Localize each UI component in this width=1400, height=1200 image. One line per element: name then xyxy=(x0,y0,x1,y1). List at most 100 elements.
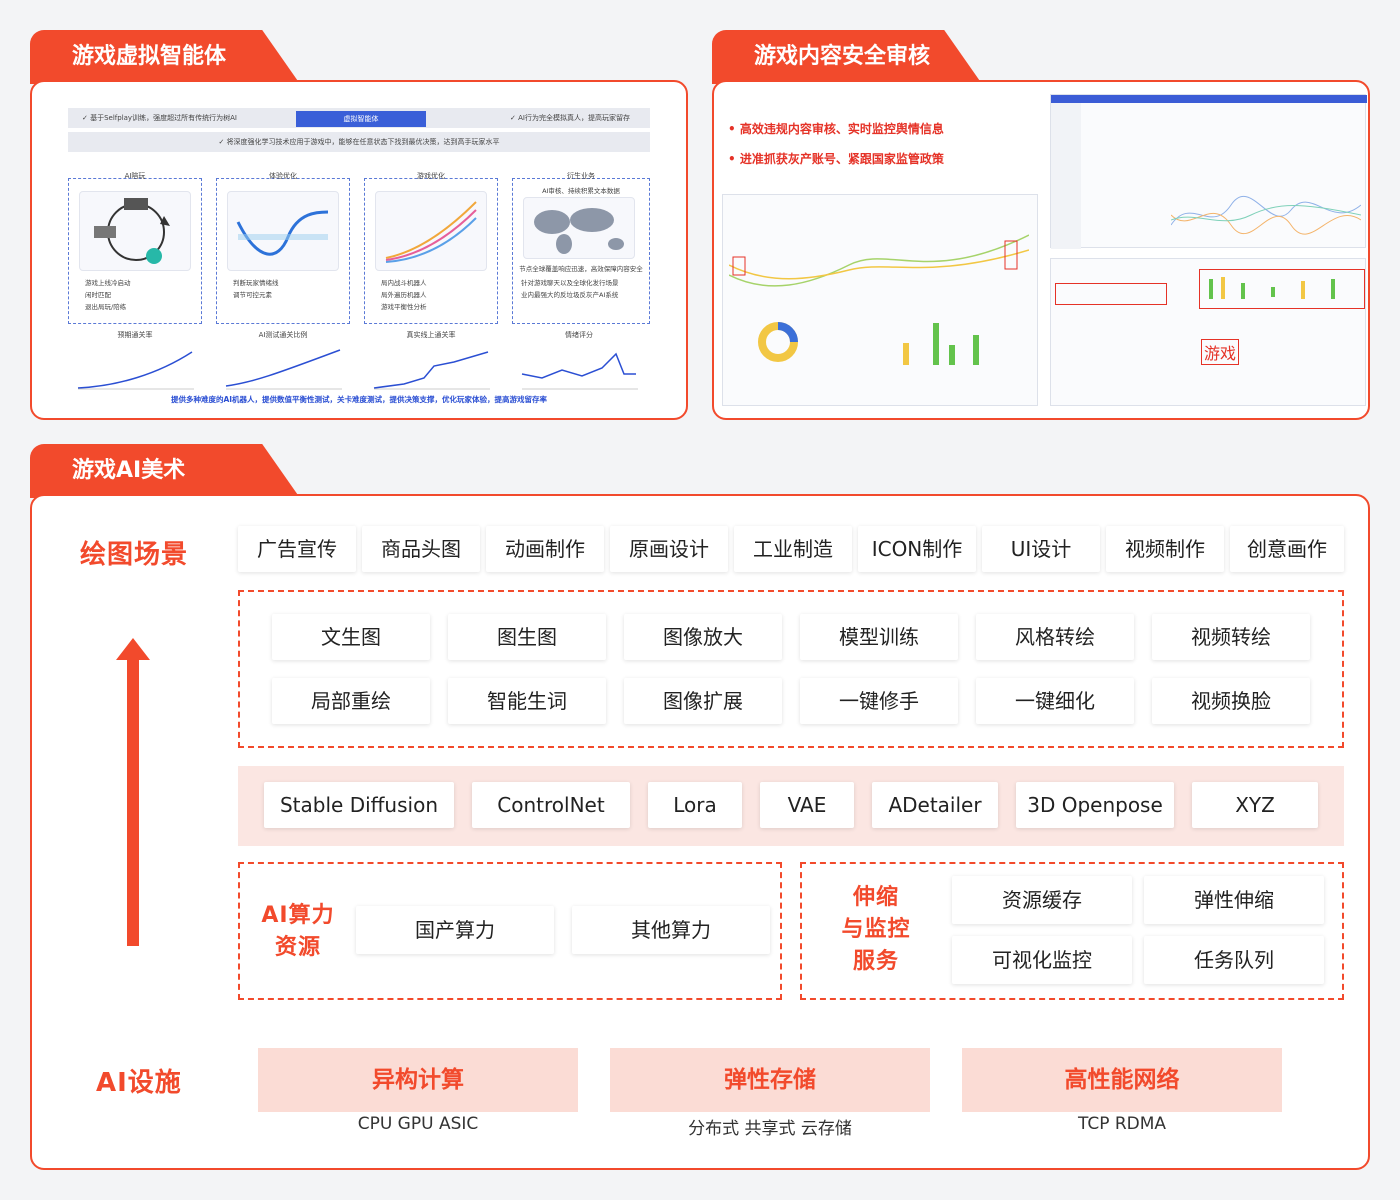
word-cloud-keyword: 游戏 xyxy=(1201,339,1240,365)
scene-chip: 创意画作 xyxy=(1230,526,1344,572)
feature-chip: 视频换脸 xyxy=(1152,678,1310,724)
ops-chip: 可视化监控 xyxy=(952,936,1132,984)
virtual-agent-screenshot: ✓ 基于Selfplay训练，强度超过所有传统行为树AI ✓ AI行为完全模拟真… xyxy=(68,104,650,404)
compute-box xyxy=(238,862,782,1000)
compute-title: AI算力 资源 xyxy=(260,900,336,964)
ops-chip: 任务队列 xyxy=(1144,936,1324,984)
panel-ai-art: 绘图场景 广告宣传 商品头图 动画制作 原画设计 工业制造 ICON制作 UI设… xyxy=(30,494,1370,1170)
ops-title-line: 与监控 xyxy=(841,917,911,942)
bullet: 局内战斗机器人 xyxy=(381,279,427,287)
feature-chip: 视频转绘 xyxy=(1152,614,1310,660)
mini-bullets: 局内战斗机器人 局外遍历机器人 游戏平衡性分析 xyxy=(381,277,427,313)
scene-chip: 动画制作 xyxy=(486,526,604,572)
compute-title-line: 资源 xyxy=(274,935,321,960)
compute-title-line: AI算力 xyxy=(261,903,335,928)
bullet: 退出局玩/陪练 xyxy=(85,303,127,311)
mini-col-title: AI陪玩 xyxy=(124,172,146,180)
panel-virtual-agent: ✓ 基于Selfplay训练，强度超过所有传统行为树AI ✓ AI行为完全模拟真… xyxy=(30,80,688,420)
mini-bullets: 游戏上线冷启动 闲时匹配 退出局玩/陪练 xyxy=(85,277,131,313)
up-arrow-shaft xyxy=(127,656,139,946)
mini-chart-2 xyxy=(225,349,342,390)
model-chip: XYZ xyxy=(1192,782,1318,828)
tab-game-ai-art: 游戏AI美术 xyxy=(30,444,300,498)
infra-section: AI设施 异构计算 CPU GPU ASIC 弹性存储 分布式 共享式 云存储 … xyxy=(58,1016,1344,1142)
mini-bullets: 判断玩家情绪线 调节可控元素 xyxy=(233,277,279,301)
mini-chart-1 xyxy=(77,351,194,390)
compute-chip: 其他算力 xyxy=(572,906,770,954)
scene-chip: UI设计 xyxy=(982,526,1100,572)
mini-col-title: 体验优化 xyxy=(269,172,297,180)
feature-chip: 局部重绘 xyxy=(272,678,430,724)
tab-content-moderation: 游戏内容安全审核 xyxy=(712,30,982,84)
mini-chart-3 xyxy=(373,351,490,390)
infra-card-network: 高性能网络 xyxy=(962,1048,1282,1112)
mini-center-badge: 虚拟智能体 xyxy=(296,111,426,127)
ops-title-line: 伸缩 xyxy=(852,885,899,910)
mini-col-subtitle: AI审核、持续积累文本数据 xyxy=(542,187,620,195)
feature-chip: 一键修手 xyxy=(800,678,958,724)
infra-sub-storage: 分布式 共享式 云存储 xyxy=(688,1119,852,1139)
mini-col-note: 节点全球覆盖响应迅速，高效保障内容安全 xyxy=(519,265,643,273)
model-chip: Stable Diffusion xyxy=(264,782,454,828)
infra-title: AI设施 xyxy=(96,1068,182,1098)
scene-chip: 工业制造 xyxy=(734,526,852,572)
world-map-image xyxy=(523,197,635,259)
feature-chip: 智能生词 xyxy=(448,678,606,724)
feature-chip: 一键细化 xyxy=(976,678,1134,724)
bullet: 判断玩家情绪线 xyxy=(233,279,279,287)
compute-chip: 国产算力 xyxy=(356,906,554,954)
ops-chip: 资源缓存 xyxy=(952,876,1132,924)
bullet: 调节可控元素 xyxy=(233,291,272,299)
model-chip: Lora xyxy=(648,782,742,828)
mini-bullets: 针对游戏聊天以及全球化发行场景 业内最强大的反垃圾反灰产AI系统 xyxy=(521,277,619,301)
infra-card-storage: 弹性存储 xyxy=(610,1048,930,1112)
tab-title: 游戏内容安全审核 xyxy=(754,44,931,69)
bullet: 局外遍历机器人 xyxy=(381,291,427,299)
mini-chart-title: 预期通关率 xyxy=(117,331,153,339)
ops-box xyxy=(800,862,1344,1000)
mini-chart-4 xyxy=(521,352,638,390)
tab-game-virtual-agent: 游戏虚拟智能体 xyxy=(30,30,300,84)
moderation-point-1: • 高效违规内容审核、实时监控舆情信息 xyxy=(728,122,944,136)
tab-title: 游戏虚拟智能体 xyxy=(72,44,227,69)
feature-chip: 图像扩展 xyxy=(624,678,782,724)
bullet: 游戏平衡性分析 xyxy=(381,303,427,311)
mini-col-derivative: 衍生业务 AI审核、持续积累文本数据 节点全球覆盖响应迅速，高效保障内容安全 针… xyxy=(512,172,650,324)
mini-second-bar-text: ✓ 将深度强化学习技术应用于游戏中，能够在任意状态下找到最优决策，达到高手玩家水… xyxy=(218,138,500,146)
scene-chip: 广告宣传 xyxy=(238,526,356,572)
mini-footer-text: 提供多种难度的AI机器人，提供数值平衡性测试，关卡难度测试，提供决策支撑，优化玩… xyxy=(170,395,548,404)
bullet: 针对游戏聊天以及全球化发行场景 xyxy=(521,279,619,287)
mini-col-title: 游戏优化 xyxy=(417,172,445,180)
panel-content-moderation: • 高效违规内容审核、实时监控舆情信息 • 进准抓获灰产账号、紧跟国家监管政策 xyxy=(712,80,1370,420)
mini-chart-title: 情绪评分 xyxy=(565,331,593,339)
ops-chip: 弹性伸缩 xyxy=(1144,876,1324,924)
model-chip: ADetailer xyxy=(872,782,998,828)
mini-col-experience: 体验优化 判断玩家情绪线 调节可控元素 xyxy=(216,172,350,324)
moderation-point-2: • 进准抓获灰产账号、紧跟国家监管政策 xyxy=(728,152,944,166)
balance-chart-image xyxy=(375,191,487,271)
mini-chart-title: AI测试通关比例 xyxy=(258,331,308,339)
emotion-curve-image xyxy=(227,191,339,271)
features-box xyxy=(238,590,1344,748)
model-chip: ControlNet xyxy=(472,782,630,828)
mini-bar-left-text: ✓ 基于Selfplay训练，强度超过所有传统行为树AI xyxy=(82,114,237,122)
mini-col-title: 衍生业务 xyxy=(567,172,595,180)
dashboard-screenshot-a xyxy=(1050,94,1367,249)
dashboard-screenshot-b xyxy=(722,194,1038,406)
scene-title: 绘图场景 xyxy=(80,540,189,570)
mini-chart-title: 真实线上通关率 xyxy=(406,331,456,339)
mini-bar-right-text: ✓ AI行为完全模拟真人，提高玩家留存 xyxy=(510,114,630,122)
scene-chip: 原画设计 xyxy=(610,526,728,572)
bullet: 业内最强大的反垃圾反灰产AI系统 xyxy=(521,291,619,299)
ops-title-line: 服务 xyxy=(852,949,899,974)
infra-sub-compute: CPU GPU ASIC xyxy=(357,1114,479,1134)
feature-chip: 文生图 xyxy=(272,614,430,660)
feature-chip: 风格转绘 xyxy=(976,614,1134,660)
scene-chip: ICON制作 xyxy=(858,526,976,572)
ops-title: 伸缩 与监控 服务 xyxy=(832,882,920,978)
scene-chip: 视频制作 xyxy=(1106,526,1224,572)
infra-sub-network: TCP RDMA xyxy=(1077,1114,1167,1134)
feature-chip: 图生图 xyxy=(448,614,606,660)
model-chip: 3D Openpose xyxy=(1016,782,1174,828)
model-chip: VAE xyxy=(760,782,854,828)
